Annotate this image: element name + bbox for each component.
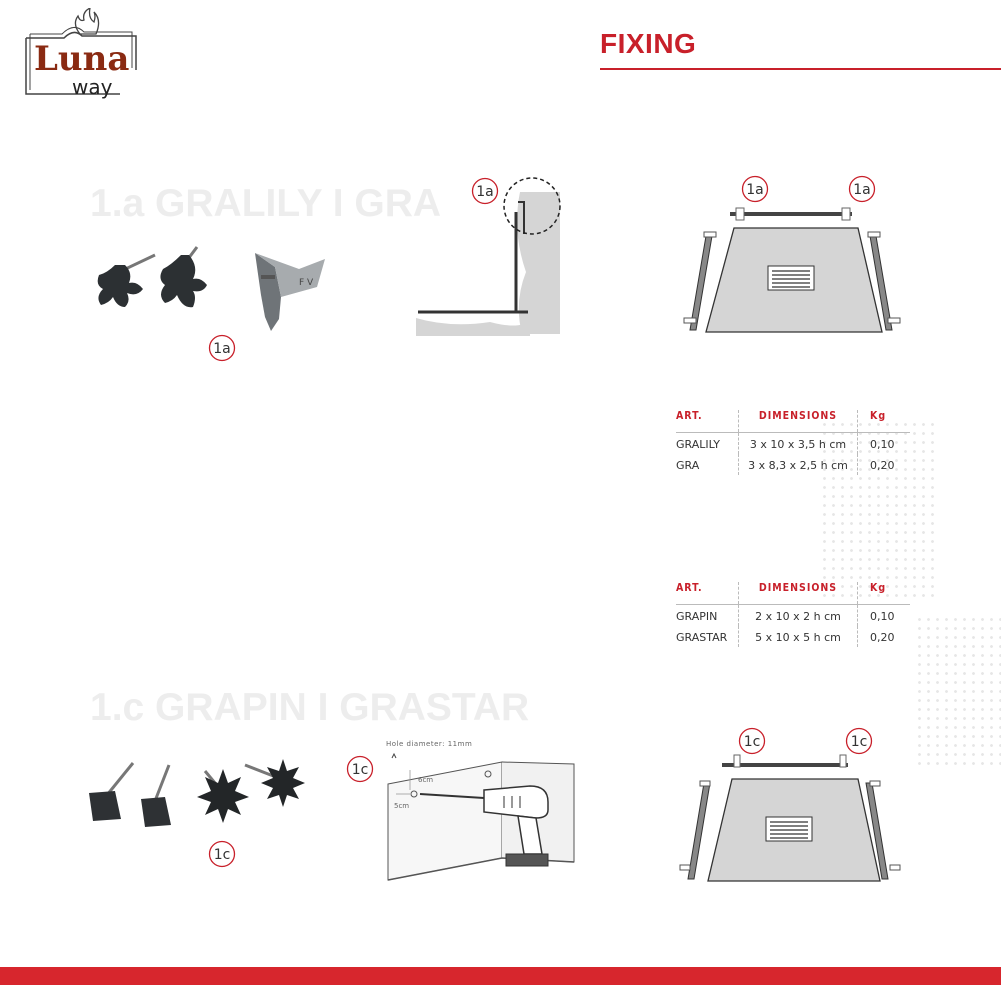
logo-text-way: way	[72, 75, 113, 99]
spec-table-c: ART. DIMENSIONS Kg GRAPIN 2 x 10 x 2 h c…	[676, 582, 910, 647]
hole-diameter-label: Hole diameter: 11mm	[386, 740, 473, 748]
grapin-grastar-product-image	[89, 759, 305, 827]
label-1c-badge: 1c	[845, 727, 873, 755]
table-header-dimensions: DIMENSIONS	[738, 410, 858, 433]
svg-text:F V: F V	[299, 278, 314, 288]
label-1a-badge: 1a	[471, 177, 499, 205]
svg-text:1a: 1a	[476, 184, 494, 200]
fireplace-front-diagram-a	[683, 207, 901, 333]
page-title: FIXING	[600, 28, 697, 59]
drill-fixing-diagram: 6cm 5cm	[387, 752, 575, 881]
dot-texture	[915, 615, 1001, 765]
dimension-label-6cm: 6cm	[418, 776, 433, 784]
table-header-art: ART.	[676, 582, 739, 605]
table-header-kg: Kg	[857, 582, 910, 605]
table-header-dimensions: DIMENSIONS	[738, 582, 858, 605]
star-head-nail	[197, 769, 249, 823]
dimension-label-5cm: 5cm	[394, 802, 409, 810]
star-head-nail	[244, 759, 305, 807]
fleur-de-lis-nail	[97, 253, 156, 307]
svg-text:1a: 1a	[746, 182, 764, 198]
gralily-gra-product-image: F V	[97, 246, 325, 331]
table-row: GRASTAR 5 x 10 x 5 h cm 0,20	[676, 626, 910, 647]
table-row: GRA 3 x 8,3 x 2,5 h cm 0,20	[676, 454, 910, 475]
footer-bar	[0, 967, 1001, 985]
label-1a-badge: 1a	[741, 175, 769, 203]
svg-text:1c: 1c	[214, 847, 231, 863]
svg-text:1c: 1c	[851, 734, 868, 750]
square-head-nail	[89, 762, 135, 821]
title-underline	[600, 68, 1001, 70]
svg-text:1c: 1c	[744, 734, 761, 750]
fireplace-front-diagram-c	[679, 754, 901, 882]
flame-icon	[74, 8, 100, 35]
table-row: GRAPIN 2 x 10 x 2 h cm 0,10	[676, 604, 910, 626]
brand-logo: Luna way	[25, 8, 137, 99]
gra-clamp: F V	[255, 253, 325, 331]
table-header-art: ART.	[676, 410, 739, 433]
label-1a-badge: 1a	[208, 334, 236, 362]
logo-text-luna: Luna	[34, 39, 129, 79]
drill-icon	[419, 785, 549, 867]
table-row: GRALILY 3 x 10 x 3,5 h cm 0,10	[676, 432, 910, 454]
table-header-kg: Kg	[857, 410, 910, 433]
label-1c-badge: 1c	[208, 840, 236, 868]
svg-text:1a: 1a	[853, 182, 871, 198]
spec-table-a: ART. DIMENSIONS Kg GRALILY 3 x 10 x 3,5 …	[676, 410, 910, 475]
square-head-nail	[141, 764, 171, 827]
section-c-heading: 1.c GRAPIN I GRASTAR	[90, 686, 530, 729]
label-1c-badge: 1c	[738, 727, 766, 755]
section-a-heading: 1.a GRALILY I GRA	[90, 182, 442, 225]
label-1c-badge: 1c	[346, 755, 374, 783]
svg-text:1a: 1a	[213, 341, 231, 357]
gralily-fixing-side-diagram	[416, 177, 561, 336]
label-1a-badge: 1a	[848, 175, 876, 203]
svg-text:1c: 1c	[352, 762, 369, 778]
fleur-de-lis-nail	[160, 246, 207, 308]
